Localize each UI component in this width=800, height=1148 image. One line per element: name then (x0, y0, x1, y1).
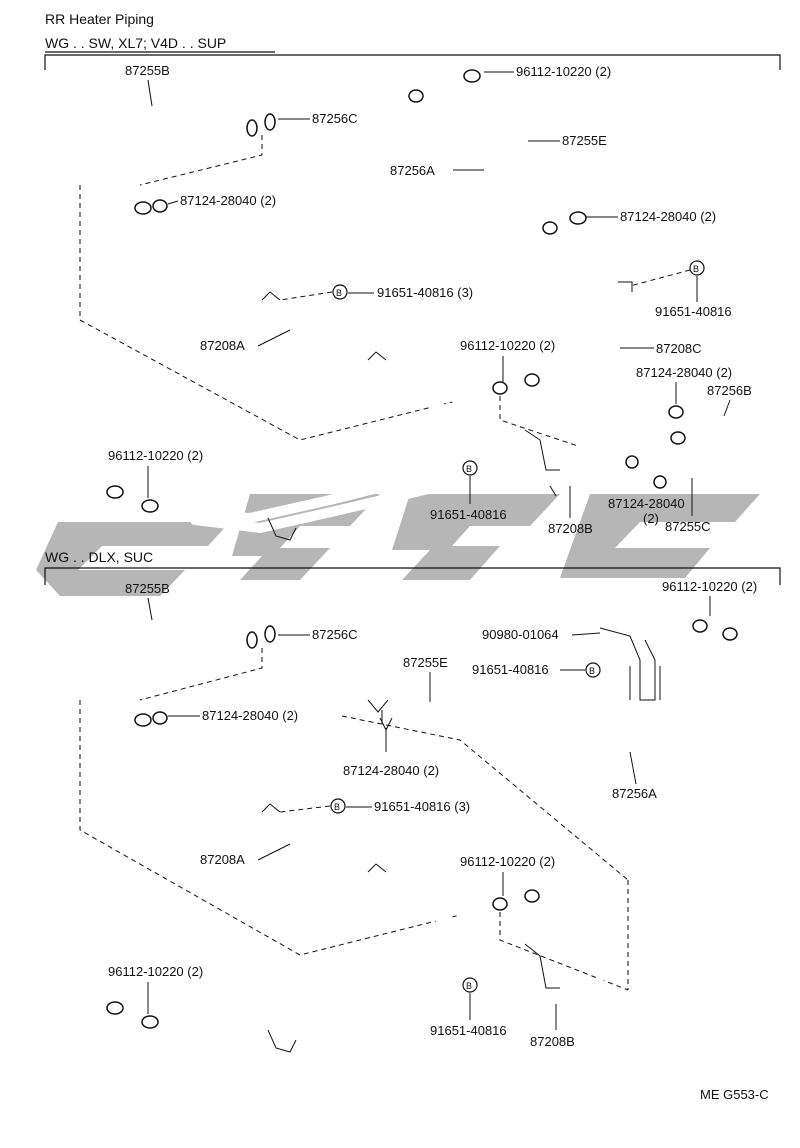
pipe-87208a-s2 (165, 731, 477, 1053)
label-clip-96112-top-s2: 96112-10220 (2) (662, 579, 757, 594)
section1-parts: 87255B 87256C 87124-28040 (2) 87208A B 9… (40, 63, 768, 541)
label-bolt-91651-top-s2: 91651-40816 (472, 662, 549, 677)
bolt-marker-b: B (466, 464, 472, 474)
bolt-marker-b: B (336, 288, 342, 298)
label-bolt-91651-right: 91651-40816 (655, 304, 732, 319)
hose-87256a (408, 89, 553, 223)
pipe-87208b-s2 (496, 943, 614, 1002)
label-87208b-s2: 87208B (530, 1034, 575, 1049)
label-clip-96112-mid-s2: 96112-10220 (2) (460, 854, 555, 869)
label-clip-96112-left-s2: 96112-10220 (2) (108, 964, 203, 979)
diagram-title: RR Heater Piping (45, 11, 154, 27)
label-clamp-87124-mid-s2: 87124-28040 (2) (343, 763, 439, 778)
bolt-marker-icon (332, 284, 348, 300)
bracket-90980 (599, 627, 661, 701)
section2-frame (44, 567, 781, 585)
label-clip-96112-mid: 96112-10220 (2) (460, 338, 555, 353)
clip-96112-top-s2-icon (692, 619, 738, 641)
hose-87255b-s2 (56, 606, 276, 700)
label-87256a-s2: 87256A (612, 786, 657, 801)
clip-96112-s2-icon (106, 1001, 159, 1029)
label-87256b: 87256B (707, 383, 752, 398)
clamp-87124-right-icon (542, 211, 587, 235)
clamp-87124-right2-icon (668, 405, 686, 445)
label-87255b: 87255B (125, 63, 170, 78)
label-87256a: 87256A (390, 163, 435, 178)
bolt-marker-b: B (466, 981, 472, 991)
clamp-87124-s2-icon (134, 711, 168, 727)
bolt-marker-bottom-s2-icon (462, 977, 478, 993)
pipe-87208c (564, 230, 659, 434)
pipe-87208b (496, 429, 604, 497)
label-clamp-87124-right2: 87124-28040 (2) (636, 365, 732, 380)
hose-stub-left-s2 (40, 980, 100, 1020)
label-87208a: 87208A (200, 338, 245, 353)
label-87255e: 87255E (562, 133, 607, 148)
label-87208b: 87208B (548, 521, 593, 536)
label-clip-96112-top: 96112-10220 (2) (516, 64, 611, 79)
label-clamp-87124-mid-qty: (2) (643, 511, 659, 526)
bolt-marker-b: B (693, 264, 699, 274)
hose-stub-left (40, 465, 100, 505)
pipe-87208a (165, 219, 477, 541)
clip-96112-icon (106, 485, 159, 513)
label-87256c-s2: 87256C (312, 627, 358, 642)
label-bolt-91651-bottom-s2: 91651-40816 (430, 1023, 507, 1038)
bolt-marker-b: B (589, 666, 595, 676)
label-clamp-87124-s2: 87124-28040 (2) (202, 708, 298, 723)
bolt-marker-s2-icon (330, 798, 346, 814)
section2-heading: WG . . DLX, SUC (45, 549, 153, 565)
label-bolt-91651-mid: 91651-40816 (430, 507, 507, 522)
clip-96112-mid-icon (492, 373, 540, 395)
section1-frame (44, 54, 781, 70)
section2-parts: 87255B 87256C 87124-28040 (2) 87208A B 9… (40, 579, 757, 1053)
bolt-marker-mid-icon (462, 460, 478, 476)
label-clip-96112-left: 96112-10220 (2) (108, 448, 203, 463)
clamp-87124-mid-s2-icon (367, 699, 393, 752)
clamp-87124-icon (134, 199, 168, 215)
bolt-marker-right-icon (689, 260, 705, 276)
hose-87256b (682, 420, 768, 478)
label-bolt-91651: 91651-40816 (3) (377, 285, 473, 300)
label-87255c: 87255C (665, 519, 711, 534)
label-87256c: 87256C (312, 111, 358, 126)
label-87255e-s2: 87255E (403, 655, 448, 670)
label-87208a-s2: 87208A (200, 852, 245, 867)
clamp-87124-mid-icon (625, 455, 667, 489)
bolt-marker-top-s2-icon (585, 662, 601, 678)
section1-heading: WG . . SW, XL7; V4D . . SUP (45, 35, 226, 51)
label-87255b-s2: 87255B (125, 581, 170, 596)
hose-87255e (463, 69, 578, 203)
label-clamp-87124-right: 87124-28040 (2) (620, 209, 716, 224)
hose-87255b (56, 94, 276, 186)
clip-96112-mid-s2-icon (492, 889, 540, 911)
hose-87256a-s2 (404, 652, 730, 760)
label-bolt-91651-s2: 91651-40816 (3) (374, 799, 470, 814)
bolt-marker-b: B (334, 802, 340, 812)
label-bracket-90980: 90980-01064 (482, 627, 559, 642)
label-87208c: 87208C (656, 341, 702, 356)
label-clamp-87124: 87124-28040 (2) (180, 193, 276, 208)
label-clamp-87124-mid: 87124-28040 (608, 496, 685, 511)
footer-code: ME G553-C (700, 1087, 769, 1102)
